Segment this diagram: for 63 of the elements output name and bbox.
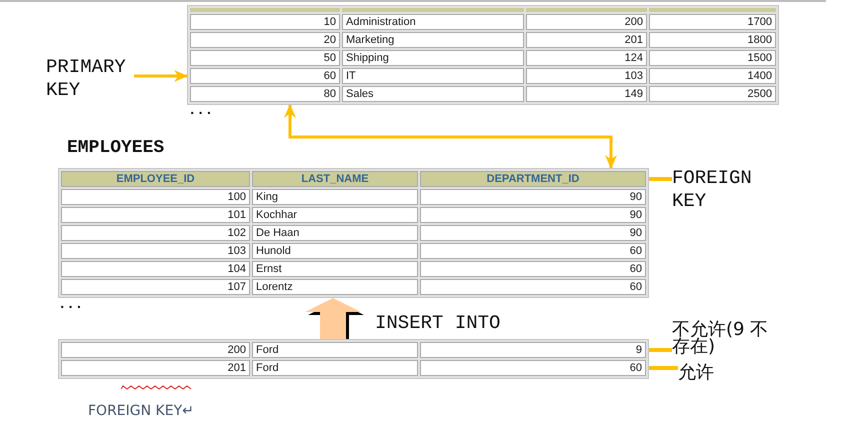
ellipsis-text: ... — [58, 298, 84, 312]
leader-line — [649, 177, 672, 181]
table-cell: 50 — [190, 50, 340, 66]
table-cell: 104 — [61, 261, 250, 277]
table-cell: 100 — [61, 189, 250, 205]
leader-line — [649, 348, 672, 352]
table-cell: 90 — [420, 207, 646, 223]
table-cell: Lorentz — [252, 279, 418, 295]
arrow — [134, 70, 188, 82]
table-cell: 1400 — [649, 68, 776, 84]
table-cell: 60 — [420, 279, 646, 295]
table-cell: Ford — [252, 342, 418, 358]
double-arrow — [284, 104, 617, 169]
table-cell: 201 — [61, 360, 250, 376]
footer-text: FOREIGN KEY↵ — [88, 403, 194, 419]
table-cell: 60 — [420, 360, 646, 376]
table-cell: 1500 — [649, 50, 776, 66]
data-table — [187, 5, 779, 105]
table-cell: 9 — [420, 342, 646, 358]
leader-line — [649, 366, 678, 370]
table-cell: 103 — [526, 68, 647, 84]
table-cell: King — [252, 189, 418, 205]
table-cell: 201 — [526, 32, 647, 48]
table-cell: 124 — [526, 50, 647, 66]
table-cell: 107 — [61, 279, 250, 295]
table-cell: 90 — [420, 225, 646, 241]
column-header: EMPLOYEE_ID — [61, 171, 250, 187]
table-cell: 103 — [61, 243, 250, 259]
table-cell: 60 — [420, 261, 646, 277]
table-cell: 60 — [190, 68, 340, 84]
callout-label: 不允许(9 不存在) — [672, 321, 778, 355]
table-cell: Kochhar — [252, 207, 418, 223]
table-cell: 1700 — [649, 14, 776, 30]
callout-label: PRIMARY KEY — [46, 56, 134, 102]
table-cell: Ernst — [252, 261, 418, 277]
table-cell: Administration — [342, 14, 524, 30]
table-cell: IT — [342, 68, 524, 84]
column-header: LAST_NAME — [252, 171, 418, 187]
table-cell: 102 — [61, 225, 250, 241]
column-header: DEPARTMENT_ID — [420, 171, 646, 187]
table-cell: Ford — [252, 360, 418, 376]
table-cell: 149 — [526, 86, 647, 102]
table-cell: 2500 — [649, 86, 776, 102]
table-cell: 90 — [420, 189, 646, 205]
table-cell: De Haan — [252, 225, 418, 241]
table-cell: 200 — [61, 342, 250, 358]
block-arrow — [305, 298, 361, 339]
table-cell: 60 — [420, 243, 646, 259]
table-cell: 20 — [190, 32, 340, 48]
table-cell: Marketing — [342, 32, 524, 48]
callout-label: FOREIGN KEY — [672, 167, 764, 213]
table-title: EMPLOYEES — [67, 139, 164, 157]
table-cell: Shipping — [342, 50, 524, 66]
table-cell: 10 — [190, 14, 340, 30]
data-table — [58, 339, 649, 379]
table-cell: 80 — [190, 86, 340, 102]
table-cell: Hunold — [252, 243, 418, 259]
table-cell: 1800 — [649, 32, 776, 48]
table-cell: 101 — [61, 207, 250, 223]
callout-label: 允许 — [678, 362, 738, 384]
table-cell: 200 — [526, 14, 647, 30]
table-cell: Sales — [342, 86, 524, 102]
ellipsis-text: ... — [188, 104, 214, 118]
